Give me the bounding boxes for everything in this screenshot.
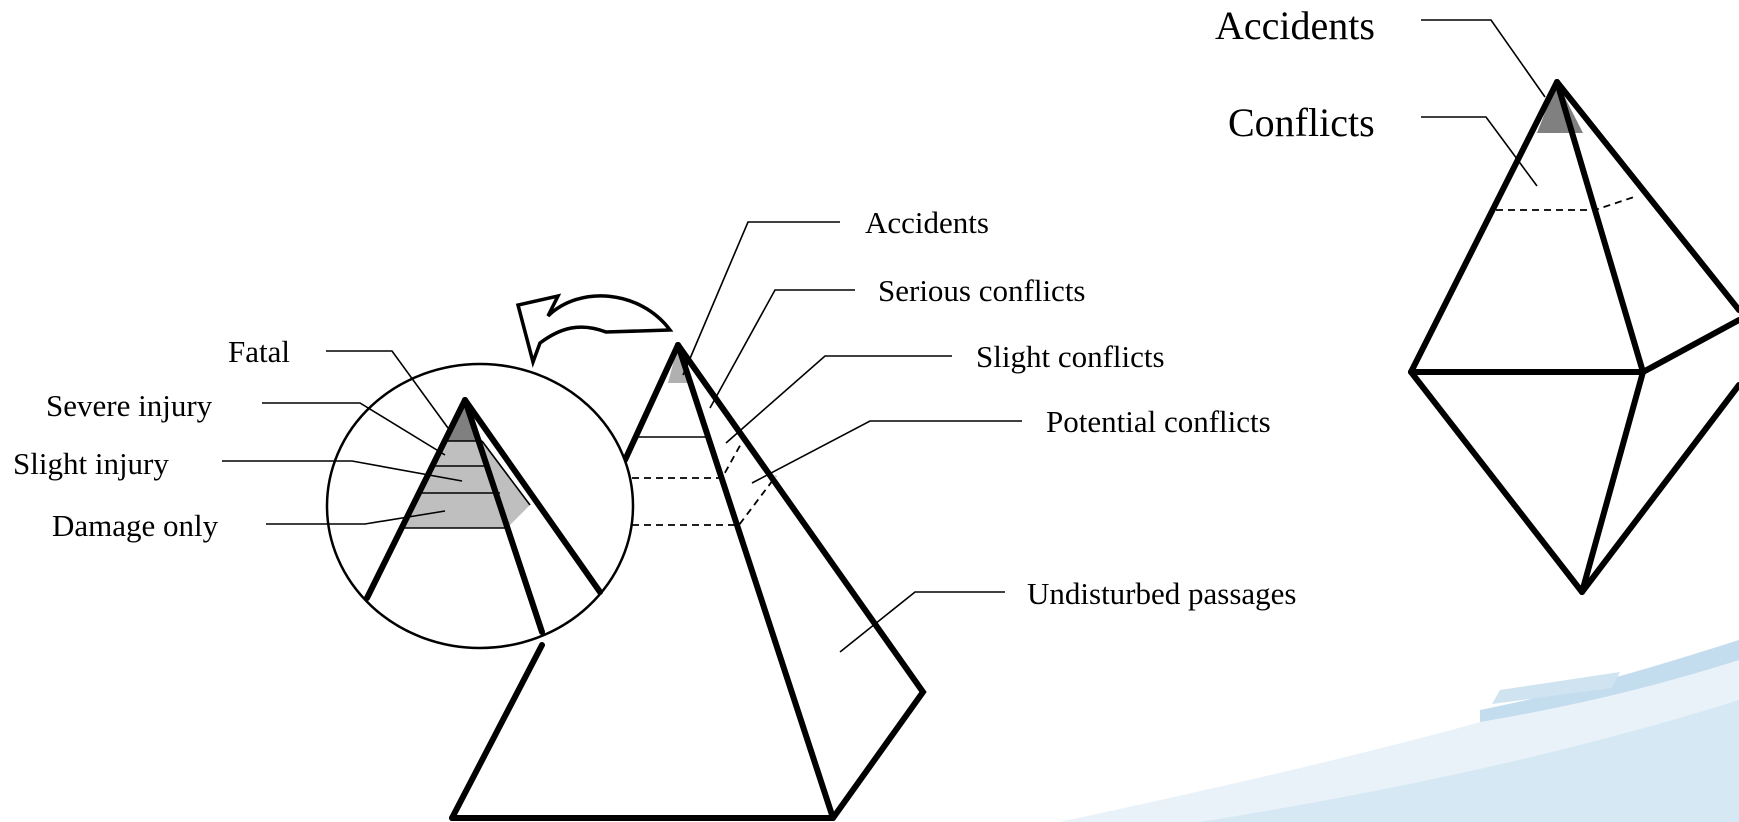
curved-arrow-icon bbox=[515, 293, 674, 368]
diamond-leader-lines bbox=[1421, 19, 1546, 187]
zoom-leader-lines bbox=[222, 350, 463, 525]
label-damage-only: Damage only bbox=[52, 508, 219, 543]
pyramid-right-edge bbox=[675, 342, 927, 821]
label-accidents-main: Accidents bbox=[865, 205, 989, 240]
potential-level-line bbox=[632, 475, 777, 526]
zoom-front-edge bbox=[462, 397, 545, 635]
diamond-shape bbox=[1408, 79, 1739, 595]
zoom-right-edge bbox=[462, 397, 603, 595]
label-undisturbed-passages: Undisturbed passages bbox=[1027, 576, 1296, 611]
label-conflicts-diamond: Conflicts bbox=[1228, 100, 1375, 145]
zoom-left-edge bbox=[364, 397, 468, 601]
slight-level-line bbox=[632, 441, 743, 479]
background-swoosh bbox=[1060, 640, 1739, 822]
pyramid-front-edge bbox=[675, 342, 836, 821]
label-severe-injury: Severe injury bbox=[46, 388, 213, 423]
label-slight-conflicts: Slight conflicts bbox=[976, 339, 1165, 374]
main-pyramid bbox=[449, 342, 927, 821]
label-slight-injury: Slight injury bbox=[13, 446, 169, 481]
diamond-accidents-cap bbox=[1537, 82, 1583, 133]
label-serious-conflicts: Serious conflicts bbox=[878, 273, 1086, 308]
label-potential-conflicts: Potential conflicts bbox=[1046, 404, 1271, 439]
pyramid-left-edge bbox=[622, 342, 681, 463]
main-leader-lines bbox=[682, 221, 1022, 653]
label-fatal: Fatal bbox=[228, 334, 290, 369]
zoom-circle bbox=[325, 362, 635, 650]
pyramid-lower-left-edge bbox=[449, 642, 545, 821]
label-accidents-diamond: Accidents bbox=[1215, 3, 1375, 48]
